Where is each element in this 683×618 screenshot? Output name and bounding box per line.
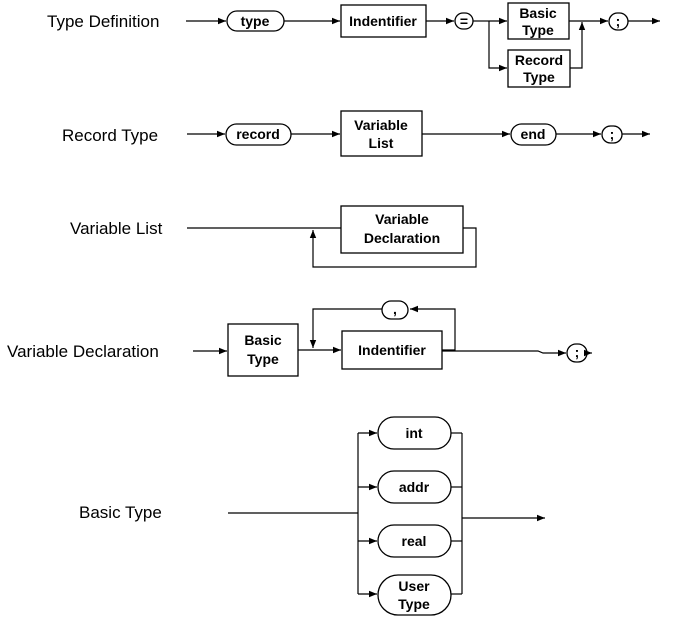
svg-text:,: ,: [393, 301, 397, 317]
semicolon-terminal: ;: [566, 343, 588, 363]
record-type-box: Record Type: [507, 49, 571, 88]
real-terminal: real: [377, 524, 452, 558]
svg-text:User: User: [398, 578, 430, 594]
variable-declaration-box: Variable Declaration: [340, 205, 464, 254]
svg-text:Indentifier: Indentifier: [349, 13, 417, 29]
variable-declaration-rule: Variable Declaration Basic Type Indentif…: [7, 300, 592, 377]
indentifier-box: Indentifier: [340, 4, 427, 38]
equals-terminal: =: [454, 12, 474, 30]
svg-text:Declaration: Declaration: [364, 230, 440, 246]
variable-list-label: Variable List: [70, 219, 163, 238]
record-type-rule: Record Type record Variable List end ;: [62, 110, 650, 157]
svg-text:List: List: [369, 135, 394, 151]
svg-text:Type: Type: [522, 22, 554, 38]
svg-text:Record: Record: [515, 52, 563, 68]
svg-text:Type: Type: [398, 596, 430, 612]
svg-text:Variable: Variable: [354, 117, 408, 133]
user-type-terminal: User Type: [377, 574, 452, 616]
svg-text:;: ;: [610, 126, 615, 142]
variable-list-rule: Variable List Variable Declaration: [70, 205, 477, 268]
svg-text:Basic: Basic: [519, 5, 557, 21]
type-definition-label: Type Definition: [47, 12, 159, 31]
svg-text:int: int: [405, 425, 422, 441]
variable-list-box: Variable List: [340, 110, 423, 157]
addr-terminal: addr: [377, 470, 452, 504]
svg-text:Variable: Variable: [375, 211, 429, 227]
svg-text:;: ;: [616, 13, 621, 29]
variable-declaration-label: Variable Declaration: [7, 342, 159, 361]
svg-text:Indentifier: Indentifier: [358, 342, 426, 358]
svg-text:record: record: [236, 126, 280, 142]
svg-text:end: end: [521, 126, 546, 142]
svg-text:Type: Type: [247, 351, 279, 367]
semicolon-terminal: ;: [608, 12, 629, 31]
svg-text:type: type: [241, 13, 270, 29]
indentifier-box: Indentifier: [341, 330, 443, 370]
basic-type-rule: Basic Type int addr real User: [79, 416, 545, 616]
comma-terminal: ,: [381, 300, 409, 320]
type-keyword-terminal: type: [226, 10, 285, 32]
record-keyword-terminal: record: [225, 123, 292, 146]
semicolon-terminal: ;: [601, 125, 623, 144]
svg-text:addr: addr: [399, 479, 430, 495]
svg-text:;: ;: [575, 344, 580, 360]
svg-text:Type: Type: [523, 69, 555, 85]
svg-text:=: =: [460, 13, 468, 29]
basic-type-box: Basic Type: [227, 323, 299, 377]
end-keyword-terminal: end: [510, 123, 557, 146]
basic-type-label: Basic Type: [79, 503, 162, 522]
int-terminal: int: [377, 416, 452, 450]
svg-text:real: real: [402, 533, 427, 549]
type-definition-rule: Type Definition type Indentifier = Basic…: [47, 2, 660, 88]
basic-type-box: Basic Type: [507, 2, 570, 40]
record-type-label: Record Type: [62, 126, 158, 145]
svg-text:Basic: Basic: [244, 332, 282, 348]
